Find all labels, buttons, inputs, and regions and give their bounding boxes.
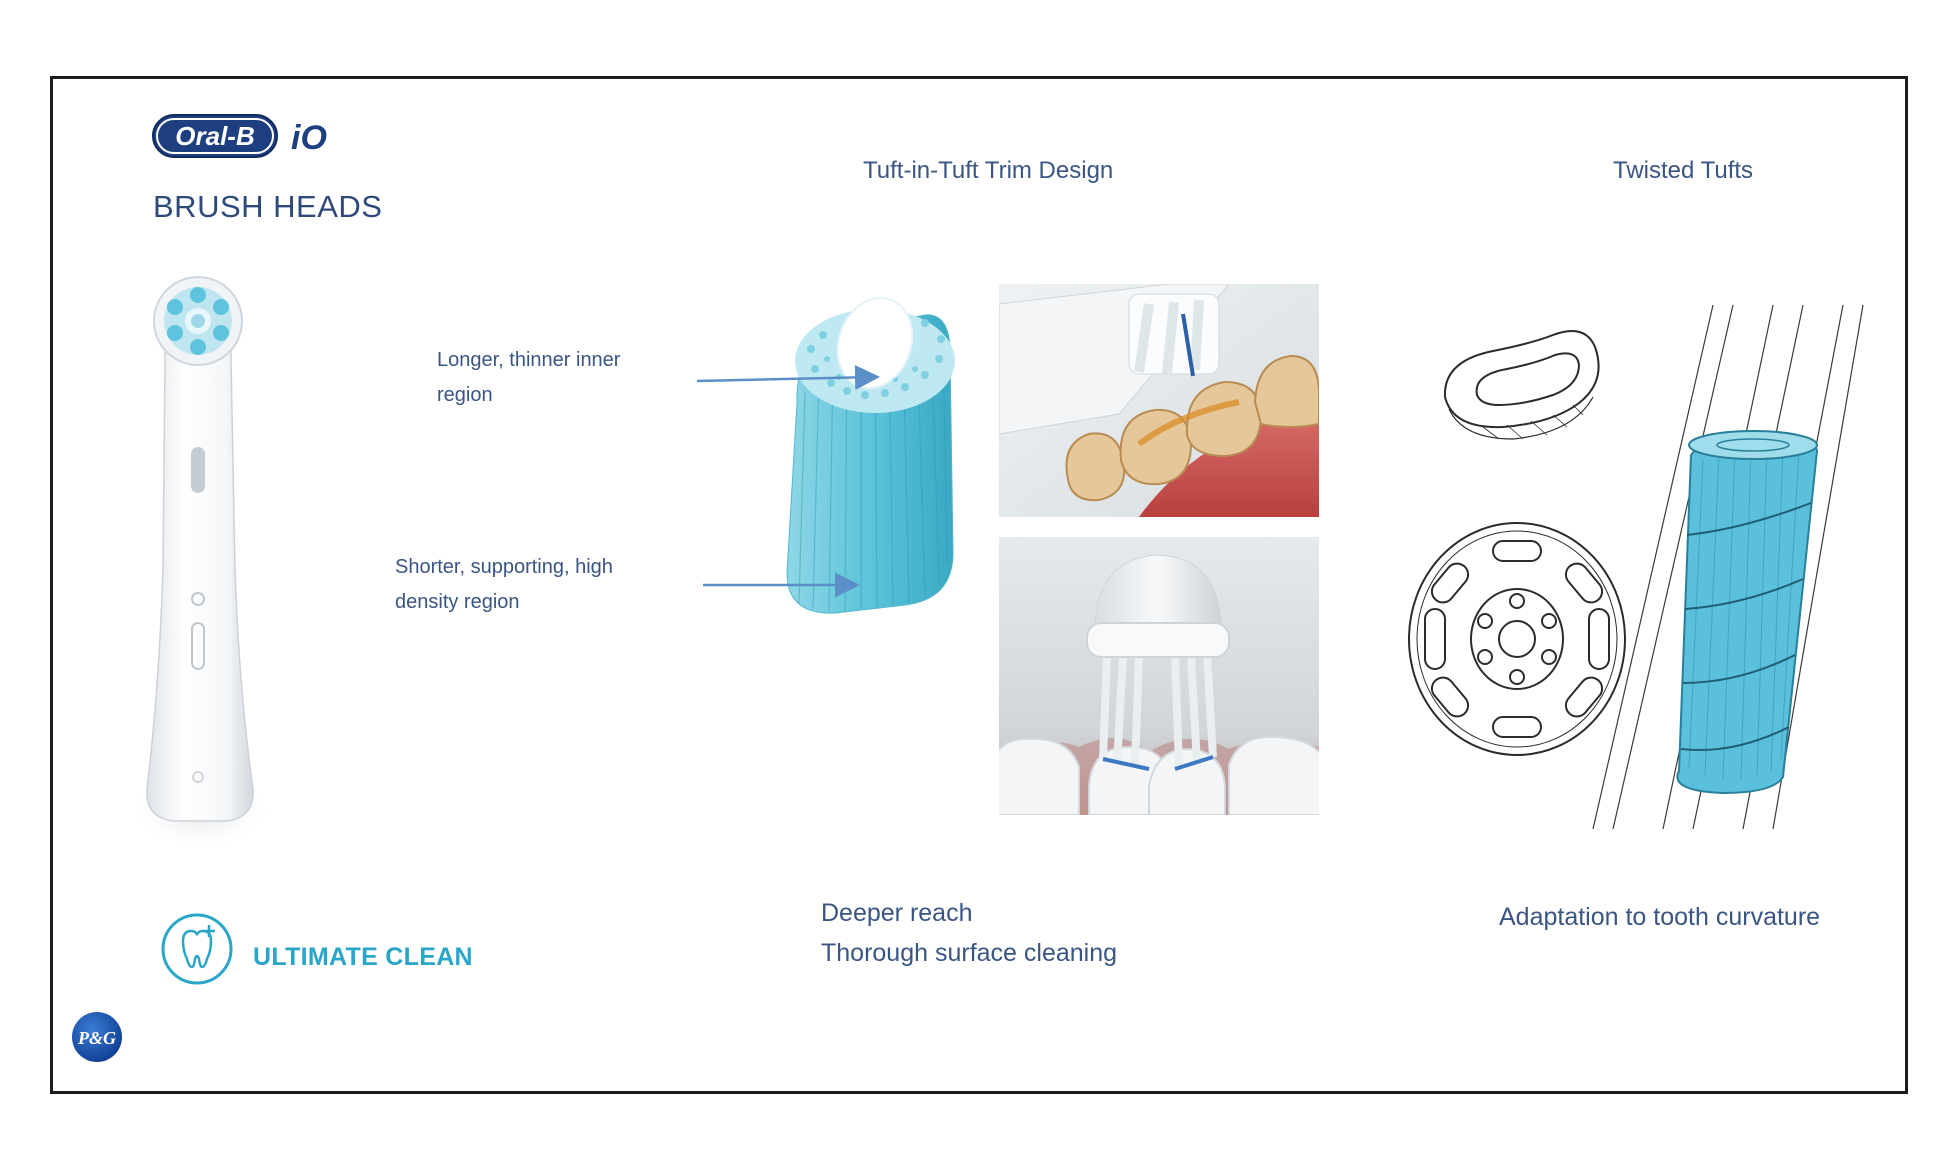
annotation-outer-line2: density region — [395, 591, 520, 613]
twisted-tufts-heading: Twisted Tufts — [1613, 157, 1754, 184]
twisted-caption: Adaptation to tooth curvature — [1499, 903, 1821, 931]
annotation-inner-line1: Longer, thinner inner — [437, 349, 621, 371]
photo-brush-on-teeth — [999, 284, 1319, 517]
slide: Oral-B iO BRUSH HEADS — [50, 76, 1908, 1094]
page-title: BRUSH HEADS — [153, 189, 383, 224]
annotation-outer-region: Shorter, supporting, high density region — [395, 550, 613, 620]
tooth-plus-icon — [161, 913, 233, 985]
annotation-outer-line1: Shorter, supporting, high — [395, 556, 613, 578]
photo-brush-between-teeth — [999, 537, 1319, 815]
annotation-inner-region: Longer, thinner inner region — [437, 343, 620, 413]
twisted-tufts-diagram — [1408, 304, 1864, 830]
tuft-cross-section-top — [1443, 330, 1600, 440]
annotation-inner-line2: region — [437, 384, 493, 406]
pg-logo: P&G — [72, 1012, 122, 1062]
tuft-caption-line1: Deeper reach — [821, 899, 973, 927]
brush-head-top-view — [1408, 522, 1626, 756]
pg-logo-text: P&G — [77, 1028, 116, 1048]
oral-b-logo: Oral-B iO — [152, 114, 327, 158]
tuft-in-tuft-heading: Tuft-in-Tuft Trim Design — [863, 157, 1114, 184]
arrow-inner-region — [696, 364, 880, 390]
annotation-arrows — [696, 364, 880, 598]
ultimate-clean-label: ULTIMATE CLEAN — [253, 943, 473, 971]
brush-head-image — [129, 276, 273, 849]
tuft-caption-line2: Thorough surface cleaning — [821, 939, 1118, 967]
tuft-caption: Deeper reach Thorough surface cleaning — [821, 893, 1117, 973]
twisted-tuft-shape — [1676, 430, 1819, 795]
io-mark: iO — [291, 119, 327, 157]
oral-b-wordmark: Oral-B — [175, 121, 254, 151]
